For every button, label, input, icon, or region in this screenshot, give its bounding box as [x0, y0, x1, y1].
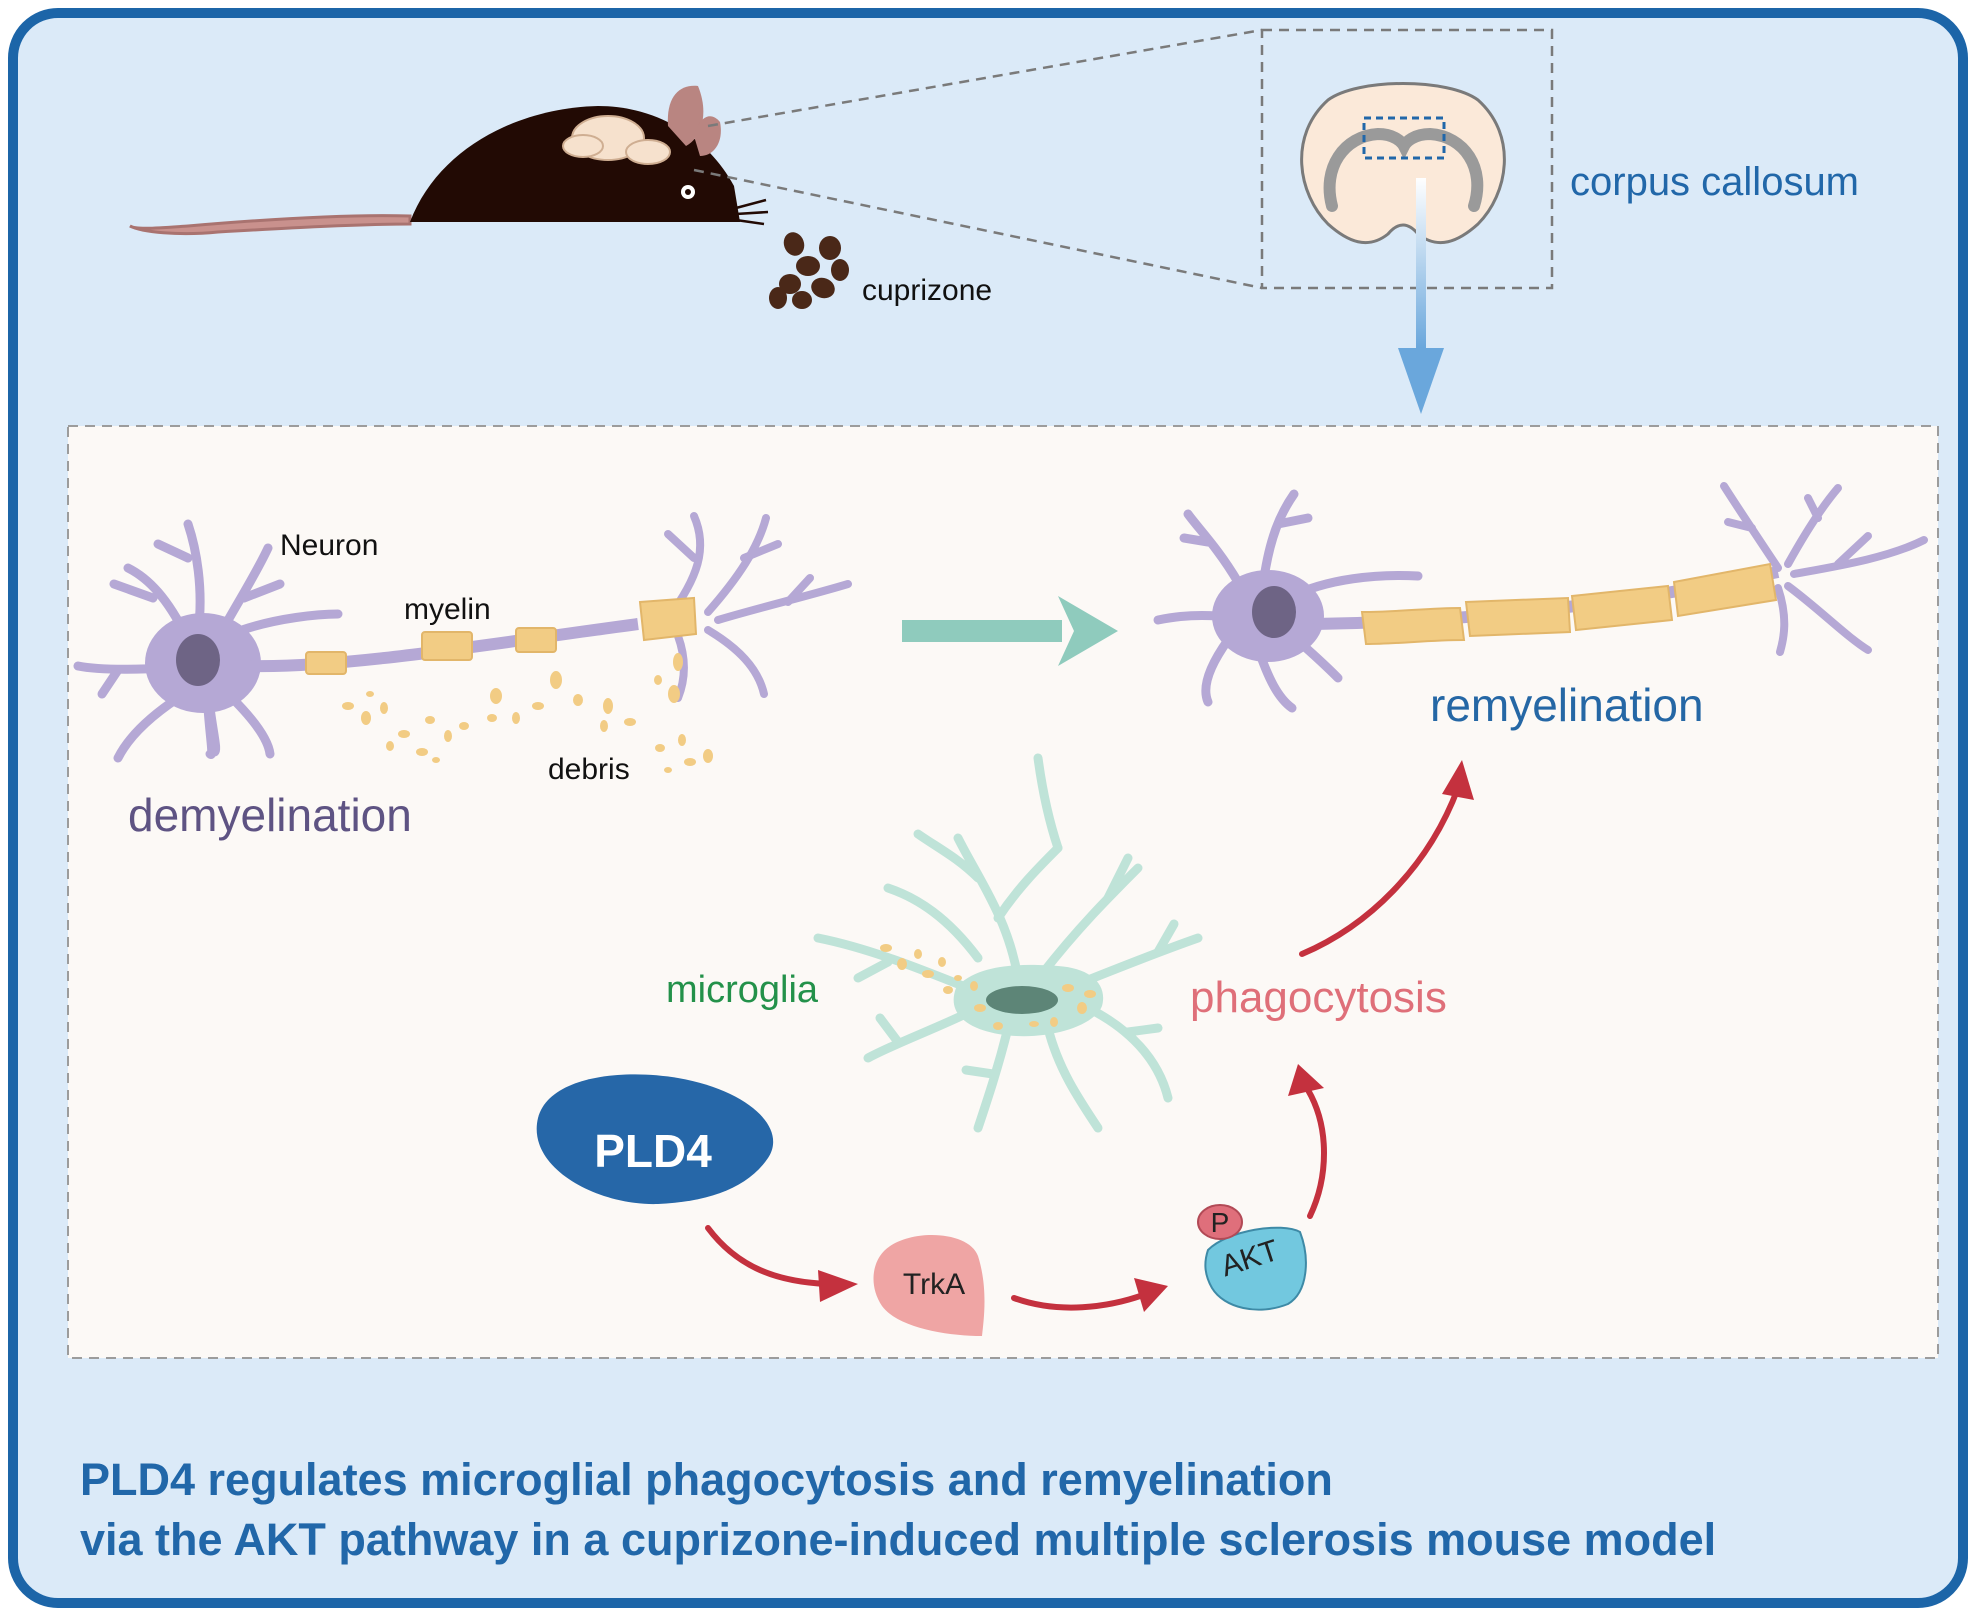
transition-arrow: [902, 596, 1118, 666]
remyelinated-neuron: [1153, 482, 1928, 713]
brain-section: [1300, 82, 1506, 414]
figure-title: PLD4 regulates microglial phagocytosis a…: [80, 1450, 1716, 1570]
mouse-illustration: [129, 85, 769, 236]
myelin-label: myelin: [404, 593, 491, 626]
demyelinated-neuron: [73, 512, 852, 763]
trka-label: TrkA: [902, 1268, 966, 1301]
figure-frame: corpus callosum cuprizone Neuron myelin …: [8, 8, 1968, 1608]
title-line-2: via the AKT pathway in a cuprizone-induc…: [80, 1514, 1717, 1565]
zoom-lines: [693, 28, 1554, 290]
phagocytosis-label: phagocytosis: [1190, 973, 1447, 1022]
cuprizone-pellets: [769, 232, 849, 309]
pathway-panel: [67, 425, 1939, 1359]
pld4-shape: [536, 1074, 774, 1205]
corpus-callosum-label: corpus callosum: [1570, 160, 1860, 204]
title-line-1: PLD4 regulates microglial phagocytosis a…: [80, 1454, 1333, 1505]
akt-shape: [1197, 1204, 1307, 1311]
pathway-arrows: [705, 785, 1461, 1311]
arrowheads: [818, 760, 1474, 1312]
demyelination-label: demyelination: [128, 789, 412, 841]
pld4-label: PLD4: [594, 1125, 712, 1177]
myelin-debris: [342, 653, 713, 773]
cuprizone-label: cuprizone: [862, 274, 993, 307]
microglia-label: microglia: [666, 969, 819, 1011]
remyelination-label: remyelination: [1430, 679, 1704, 731]
microglia-cell: [813, 753, 1203, 1133]
neuron-label: Neuron: [280, 529, 379, 562]
debris-label: debris: [548, 753, 630, 786]
trka-shape: [873, 1235, 985, 1336]
diagram-artwork: [67, 28, 1939, 1359]
phospho-label: P: [1210, 1207, 1230, 1238]
